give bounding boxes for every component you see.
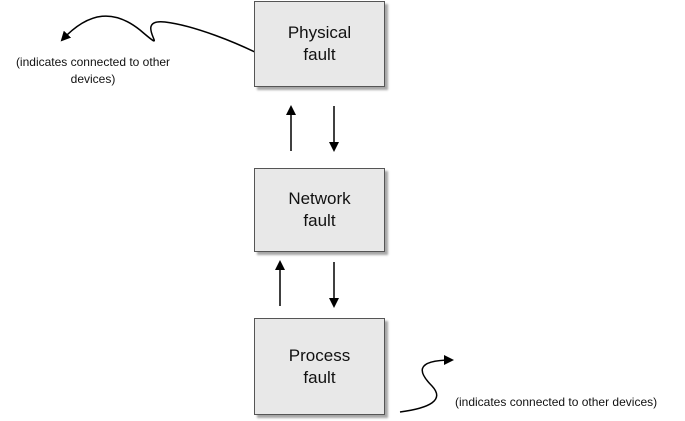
physical-fault-label-line-2: fault	[303, 45, 336, 64]
network-fault-label-line-2: fault	[303, 211, 336, 230]
external-connection-arrow-left	[60, 15, 281, 66]
network-fault-label-line-1: Network	[288, 189, 351, 208]
physical-external-note: (indicates connected to other devices)	[4, 54, 182, 88]
process-external-note: (indicates connected to other devices)	[455, 395, 658, 409]
network-fault-node: Network fault	[254, 168, 385, 252]
process-fault-label-line-1: Process	[288, 345, 351, 365]
process-fault-node: Process fault	[254, 318, 385, 415]
physical-fault-label-line-1: Physical	[287, 23, 352, 42]
physical-external-note-line-1: (indicates connected to other	[15, 55, 171, 69]
external-connection-arrow-right	[399, 355, 454, 413]
process-fault-label-line-2: fault	[303, 367, 336, 387]
physical-fault-node: Physical fault	[254, 1, 385, 87]
physical-external-note-line-2: devices)	[70, 72, 116, 86]
